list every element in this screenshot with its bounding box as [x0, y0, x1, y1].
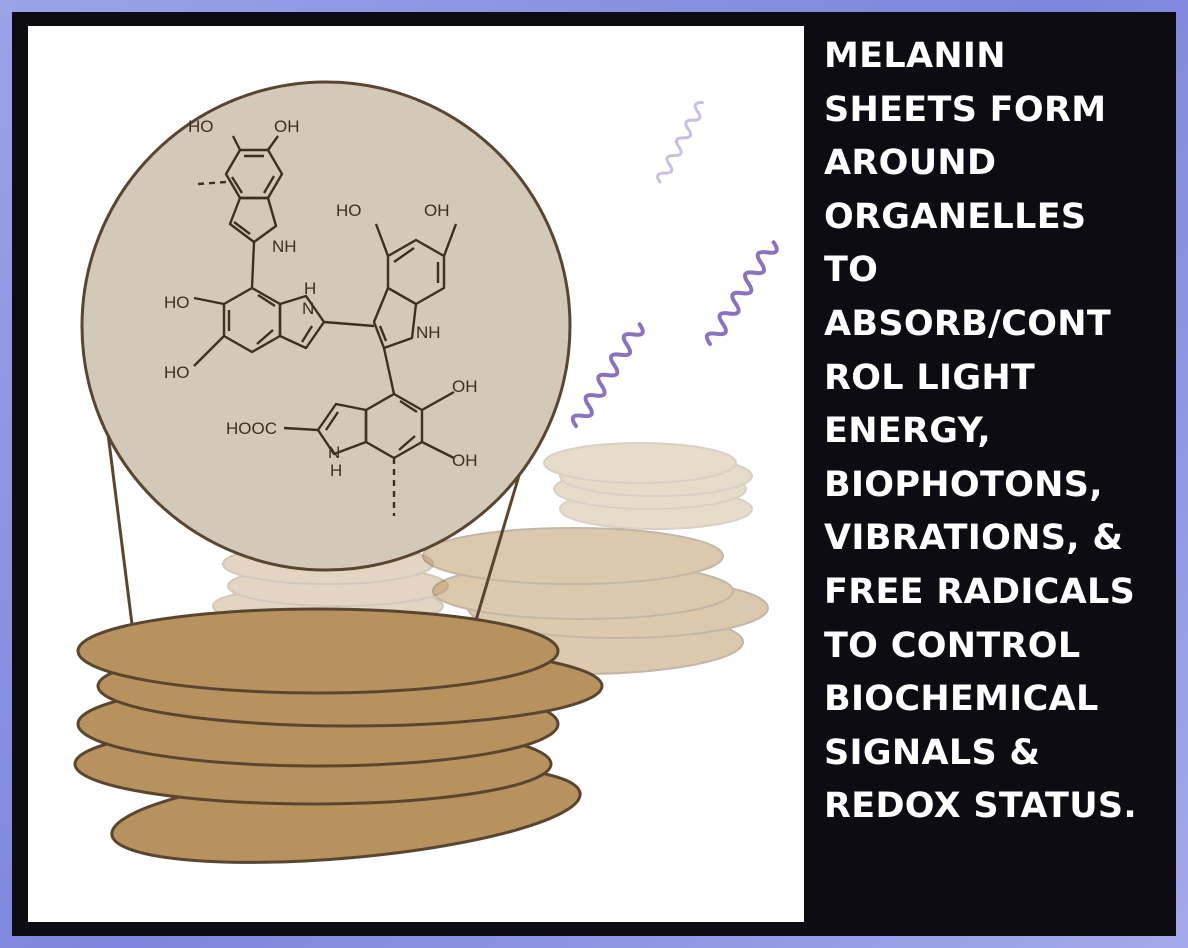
label-ho-ring-b-top: HO — [164, 293, 190, 312]
caption-line: ABSORB/CONT — [824, 303, 1112, 344]
light-wave-upper-right — [704, 240, 779, 346]
label-ho-ring-c: HO — [336, 201, 362, 220]
melanin-illustration: HO OH NH HO OH HO HO H N NH OH OH HOOC N… — [73, 80, 779, 864]
caption-line: FREE RADICALS — [824, 571, 1136, 612]
caption-line: TO — [824, 250, 879, 291]
caption-line: AROUND — [824, 143, 997, 184]
label-nh-pyrrole-c: NH — [416, 323, 441, 342]
light-wave-lower — [570, 322, 645, 428]
caption-line: TO CONTROL — [824, 625, 1081, 666]
label-h-pyrrole-d: H — [330, 461, 342, 480]
caption-line: ORGANELLES — [824, 196, 1087, 237]
label-n-pyrrole-d: N — [328, 443, 340, 462]
label-h-pyrrole-b: H — [304, 279, 316, 298]
label-ho-ring-a: HO — [188, 117, 214, 136]
caption-line: BIOCHEMICAL — [824, 679, 1099, 720]
label-oh-ring-d-top: OH — [452, 377, 478, 396]
caption-line: ENERGY, — [824, 411, 991, 452]
caption-line: REDOX STATUS. — [824, 786, 1138, 827]
caption-line: BIOPHOTONS, — [824, 464, 1103, 505]
caption-line: ROL LIGHT — [824, 357, 1036, 398]
light-wave-group — [570, 101, 779, 428]
melanin-sheet-stack-front — [73, 607, 604, 864]
light-wave-faint — [656, 101, 704, 184]
label-oh-ring-c: OH — [424, 201, 450, 220]
caption-line: SIGNALS & — [824, 732, 1041, 773]
label-oh-ring-d-bottom: OH — [452, 451, 478, 470]
magnified-molecule-circle — [80, 80, 572, 572]
caption-line: SHEETS FORM — [824, 89, 1107, 130]
caption-text: MELANIN SHEETS FORM AROUND ORGANELLES TO… — [824, 30, 1164, 834]
label-n-pyrrole-b: N — [302, 299, 314, 318]
caption-line: MELANIN — [824, 36, 1006, 76]
label-nh-ring-a: NH — [272, 237, 297, 256]
illustration-panel: HO OH NH HO OH HO HO H N NH OH OH HOOC N… — [28, 26, 804, 922]
label-hooc: HOOC — [226, 419, 277, 438]
faded-sheet-stack-back — [543, 442, 753, 530]
label-ho-ring-b-bottom: HO — [164, 363, 190, 382]
caption-line: VIBRATIONS, & — [824, 518, 1124, 559]
eumelanin-structure: HO OH NH HO OH HO HO H N NH OH OH HOOC N… — [164, 117, 478, 516]
label-oh-ring-a: OH — [274, 117, 300, 136]
